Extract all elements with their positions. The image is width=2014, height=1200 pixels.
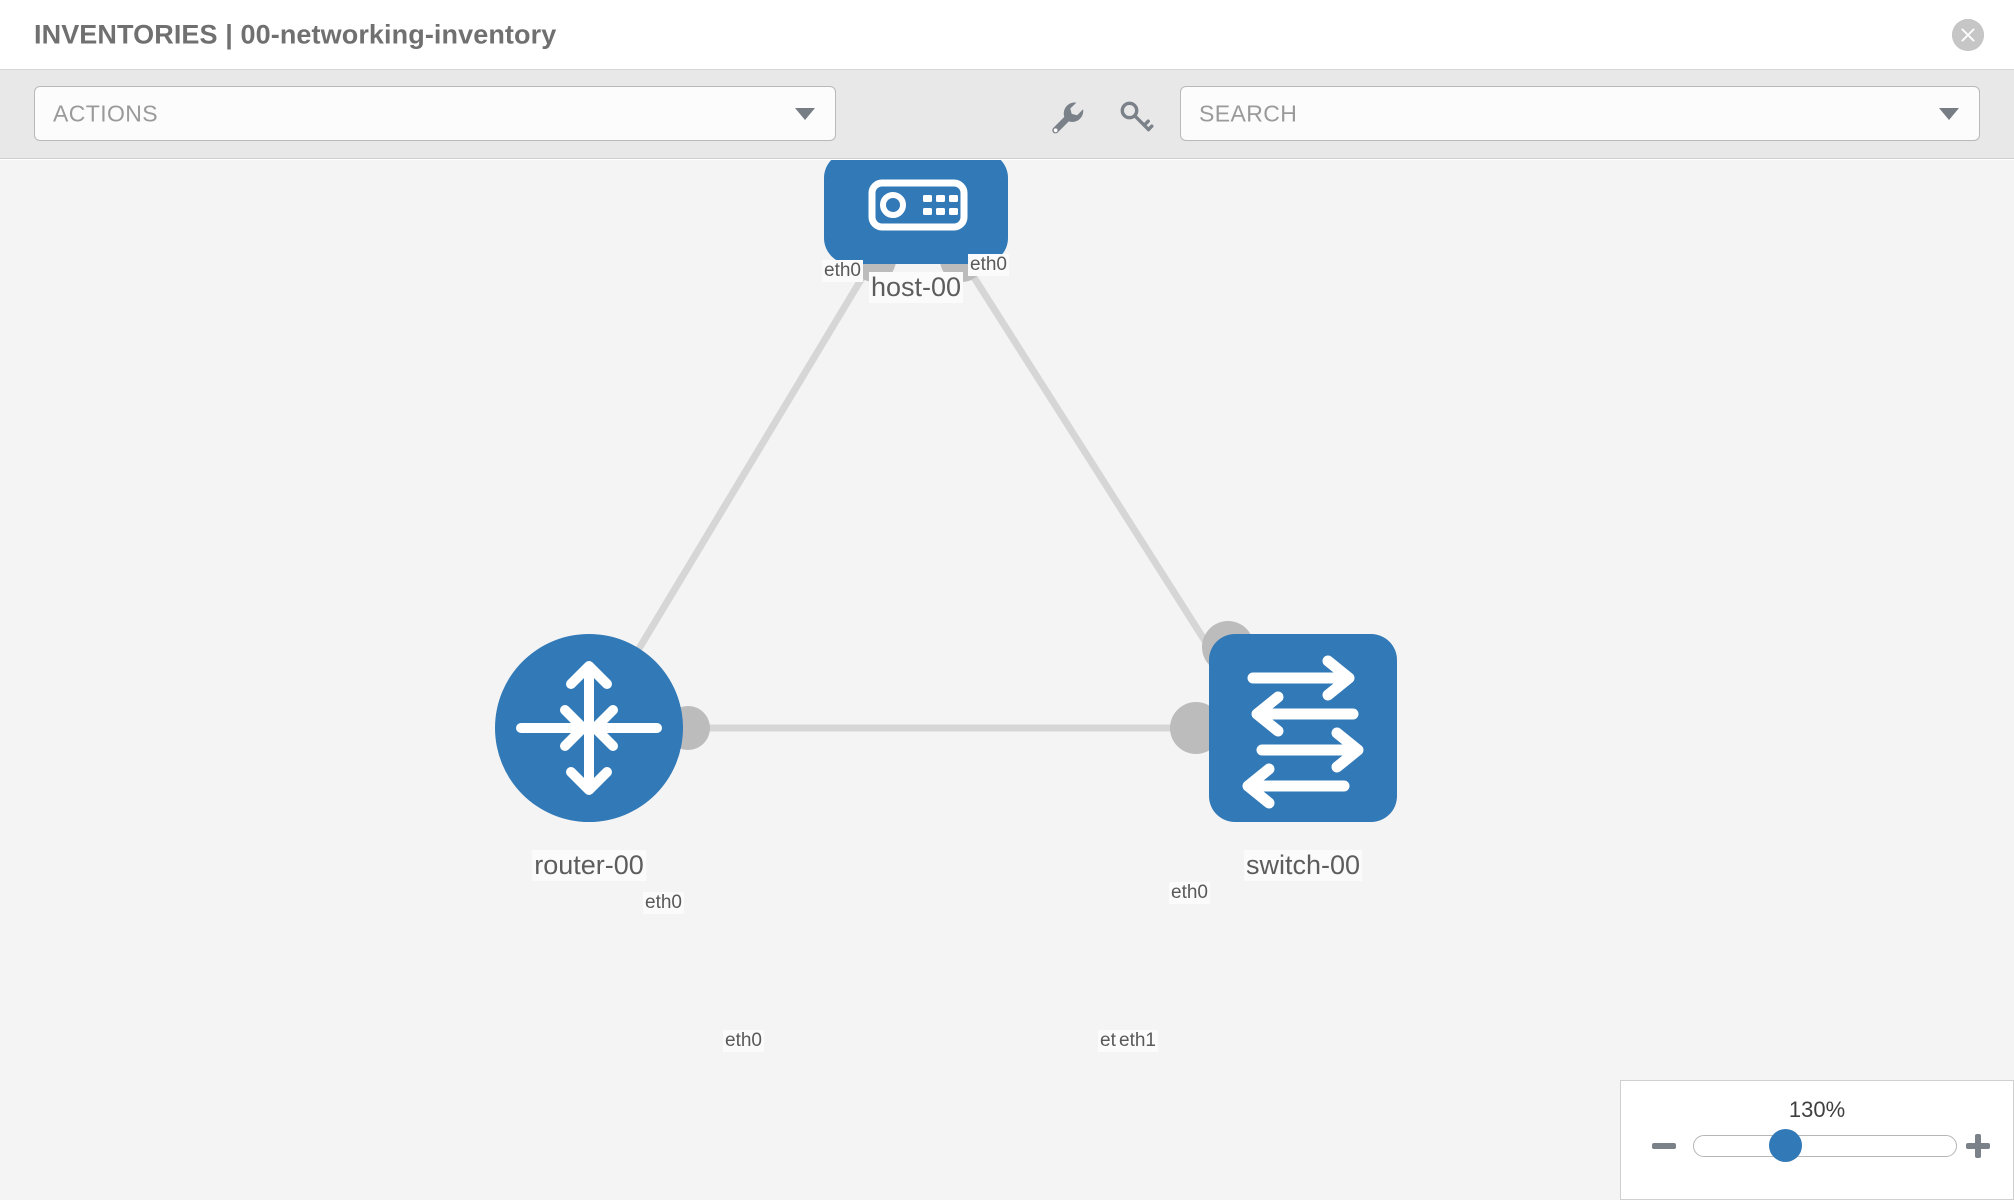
- iface-label-router-eth0: eth0: [723, 1030, 764, 1052]
- iface-label-switch-eth0-uplink: eth0: [1169, 882, 1210, 904]
- zoom-control-panel: 130%: [1620, 1080, 2014, 1200]
- server-icon: [868, 179, 968, 231]
- chevron-down-icon: [795, 107, 815, 120]
- topology-links: [636, 264, 1216, 732]
- page-header: INVENTORIES | 00-networking-inventory: [0, 0, 2014, 70]
- iface-label-router-eth0-uplink: eth0: [643, 892, 684, 914]
- zoom-slider-handle[interactable]: [1769, 1129, 1802, 1162]
- node-label-host-00: host-00: [868, 272, 964, 303]
- router-arrows-icon: [516, 661, 662, 795]
- toolbar: ACTIONS SEARCH: [0, 70, 2014, 159]
- node-router-00: [495, 634, 683, 822]
- node-switch-00: [1209, 634, 1397, 822]
- server-icon-dots: [923, 195, 958, 215]
- minus-icon[interactable]: [1649, 1131, 1679, 1161]
- iface-label-switch-eth1: eth1: [1117, 1030, 1158, 1052]
- switch-arrows-icon: [1242, 655, 1364, 809]
- iface-label-host-eth0-right: eth0: [968, 254, 1009, 276]
- node-host-00: [824, 160, 1008, 264]
- search-placeholder: SEARCH: [1199, 100, 1298, 126]
- actions-dropdown[interactable]: ACTIONS: [34, 86, 836, 141]
- topology-ports: [666, 238, 1254, 754]
- key-icon[interactable]: [1117, 98, 1155, 136]
- page-title: INVENTORIES | 00-networking-inventory: [34, 19, 557, 49]
- link-host-switch: [964, 264, 1216, 656]
- actions-dropdown-label: ACTIONS: [53, 100, 159, 126]
- iface-label-host-eth0-left: eth0: [822, 260, 863, 282]
- search-input[interactable]: SEARCH: [1180, 86, 1980, 141]
- plus-icon[interactable]: [1963, 1131, 1993, 1161]
- node-label-router-00: router-00: [532, 850, 646, 881]
- zoom-percent-label: 130%: [1788, 1097, 1846, 1122]
- link-host-router: [636, 264, 872, 651]
- topology-canvas[interactable]: host-00 router-00 switch-00 eth0 eth0 et…: [0, 160, 2014, 1200]
- node-label-switch-00: switch-00: [1243, 850, 1363, 881]
- chevron-down-icon: [1939, 107, 1959, 120]
- close-icon[interactable]: [1952, 18, 1984, 51]
- zoom-slider-track[interactable]: [1693, 1135, 1957, 1157]
- wrench-icon[interactable]: [1048, 98, 1086, 136]
